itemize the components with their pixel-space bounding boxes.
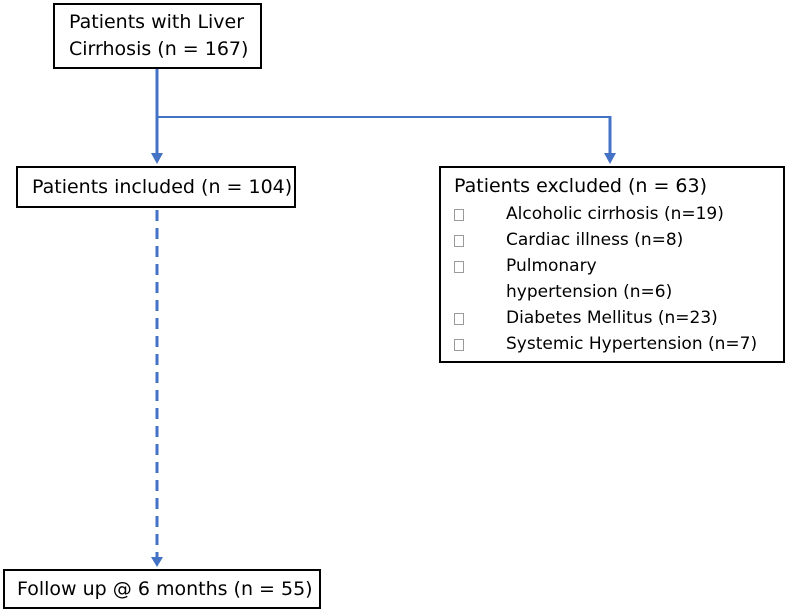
node-label-line-2: Cirrhosis (n = 167)	[69, 38, 249, 60]
exclusion-reason-label: Systemic Hypertension (n=7)	[506, 334, 758, 354]
checkbox-bullet-icon	[454, 339, 464, 351]
node-patients-with-liver-cirrhosis: Patients with Liver Cirrhosis (n = 167)	[53, 3, 262, 69]
node-patients-included: Patients included (n = 104)	[16, 166, 296, 208]
edge-start-to-excluded	[157, 116, 616, 164]
arrowhead	[151, 557, 163, 567]
node-label: Patients excluded (n = 63)	[454, 175, 708, 197]
checkbox-bullet-icon	[454, 313, 464, 325]
exclusion-reason-label: Cardiac illness (n=8)	[506, 230, 684, 250]
exclusion-reason-label: Pulmonary hypertension (n=6)	[506, 256, 673, 302]
exclusion-reason: Diabetes Mellitus (n=23)	[454, 305, 783, 331]
node-patients-excluded: Patients excluded (n = 63) Alcoholic cir…	[439, 166, 785, 363]
exclusion-reason: Alcoholic cirrhosis (n=19)	[454, 201, 783, 227]
checkbox-bullet-icon	[454, 235, 464, 247]
edge-included-to-follow-up	[151, 210, 163, 567]
arrowhead	[151, 153, 163, 164]
exclusion-reason: Pulmonary hypertension (n=6)	[454, 253, 783, 305]
exclusion-reason-label: Diabetes Mellitus (n=23)	[506, 308, 718, 328]
exclusion-reason: Cardiac illness (n=8)	[454, 227, 783, 253]
exclusion-reason: Systemic Hypertension (n=7)	[454, 331, 783, 357]
arrowhead	[604, 153, 616, 164]
checkbox-bullet-icon	[454, 209, 464, 221]
checkbox-bullet-icon	[454, 261, 464, 273]
exclusion-reason-label: Alcoholic cirrhosis (n=19)	[506, 204, 724, 224]
edge-start-to-included	[151, 69, 163, 164]
node-follow-up-6-months: Follow up @ 6 months (n = 55)	[3, 569, 321, 609]
node-label-line-1: Patients with Liver	[69, 11, 245, 33]
